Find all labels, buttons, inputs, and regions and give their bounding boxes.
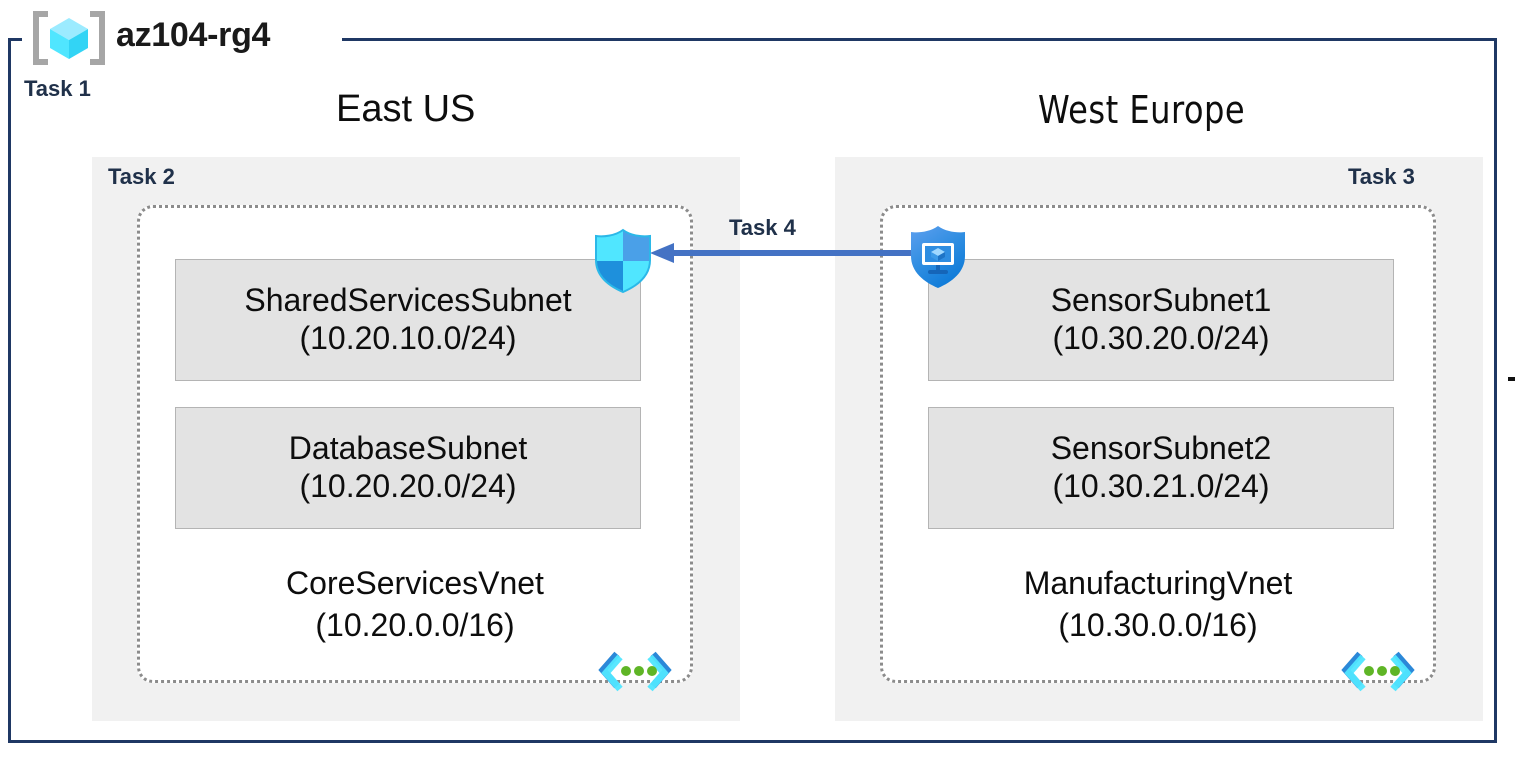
vnet-caption-core-services: CoreServicesVnet (10.20.0.0/16) [137,563,693,646]
subnet-name: SharedServicesSubnet [244,282,572,319]
subnet-name: SensorSubnet1 [1050,282,1272,319]
subnet-cidr: (10.30.20.0/24) [1052,320,1270,356]
region-title-west-europe: West Europe [1038,88,1246,132]
protected-vm-shield-icon [908,224,968,290]
task-label-4: Task 4 [729,215,796,240]
virtual-network-icon [597,648,673,692]
vnet-cidr: (10.30.0.0/16) [1058,606,1258,643]
task-label-2: Task 2 [108,164,175,189]
vnet-name: ManufacturingVnet [1023,565,1293,601]
subnet-name: SensorSubnet2 [1050,430,1272,467]
resource-group-title: az104-rg4 [116,16,271,54]
subnet-sensor-2: SensorSubnet2 (10.30.21.0/24) [928,407,1394,529]
vnet-peering-arrow [650,238,920,268]
resource-group-icon [26,10,112,66]
task1-leader-line [8,38,11,138]
subnet-shared-services: SharedServicesSubnet (10.20.10.0/24) [175,259,641,381]
vnet-caption-manufacturing: ManufacturingVnet (10.30.0.0/16) [880,563,1436,646]
edge-tick-mark [1508,377,1515,381]
subnet-database: DatabaseSubnet (10.20.20.0/24) [175,407,641,529]
subnet-sensor-1: SensorSubnet1 (10.30.20.0/24) [928,259,1394,381]
region-title-east-us: East US [336,88,476,130]
resource-group-border [8,38,1497,743]
network-security-group-shield-icon [593,228,653,294]
subnet-cidr: (10.20.20.0/24) [299,468,517,504]
subnet-cidr: (10.30.21.0/24) [1052,468,1270,504]
vnet-name: CoreServicesVnet [286,565,544,601]
task-label-3: Task 3 [1348,164,1415,189]
subnet-name: DatabaseSubnet [288,430,528,467]
subnet-cidr: (10.20.10.0/24) [299,320,517,356]
task-label-1: Task 1 [24,76,91,101]
vnet-cidr: (10.20.0.0/16) [315,606,515,643]
virtual-network-icon [1340,648,1416,692]
